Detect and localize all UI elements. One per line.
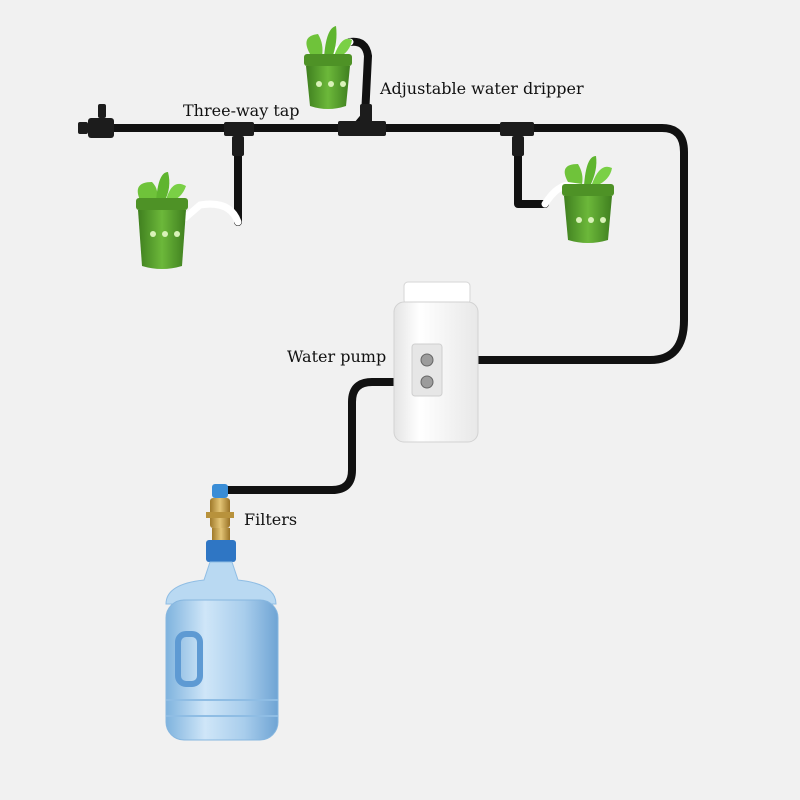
plant-pot-center xyxy=(304,26,352,109)
bottle-shoulder xyxy=(165,561,277,605)
supply-tube xyxy=(222,378,428,494)
filter-nut xyxy=(206,512,234,518)
label-filters: Filters xyxy=(244,510,298,529)
brass-filter xyxy=(206,484,234,528)
tee-right xyxy=(500,122,534,136)
left-dripper-tube xyxy=(181,200,242,226)
end-valve-top xyxy=(98,104,106,118)
water-bottle xyxy=(165,528,279,741)
bottle-body xyxy=(165,599,279,741)
label-water-pump: Water pump xyxy=(287,347,387,366)
end-valve-knob xyxy=(78,122,88,134)
plant-pot-right xyxy=(562,156,614,243)
tee-center-stem xyxy=(360,104,372,124)
tee-right-stem xyxy=(512,136,524,156)
label-three-way-tap: Three-way tap xyxy=(183,101,300,120)
bottle-handle xyxy=(175,631,203,687)
bottle-brass xyxy=(212,528,230,540)
end-valve xyxy=(88,118,114,138)
tee-center xyxy=(338,121,386,136)
tee-left xyxy=(224,122,254,136)
main-line-tube xyxy=(96,124,688,364)
filter-connector xyxy=(212,484,228,498)
pump-inlet-port xyxy=(420,375,434,389)
tee-fittings xyxy=(78,104,534,156)
pump-port-panel xyxy=(411,343,443,397)
plant-pot-left xyxy=(136,172,188,269)
pump-hook xyxy=(403,281,471,305)
label-adjustable-water-dripper: Adjustable water dripper xyxy=(380,79,584,98)
center-riser-tube xyxy=(346,37,372,132)
tee-left-stem xyxy=(232,136,244,156)
bottle-cap xyxy=(206,540,236,562)
water-pump xyxy=(393,281,479,443)
pump-outlet-port xyxy=(420,353,434,367)
